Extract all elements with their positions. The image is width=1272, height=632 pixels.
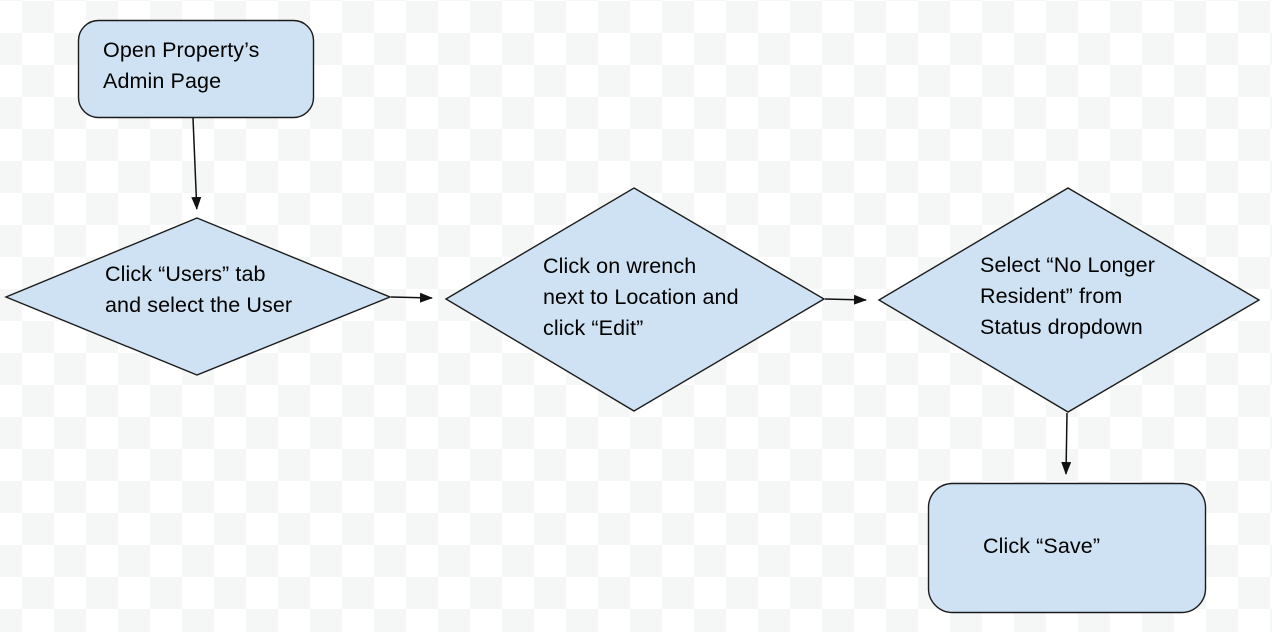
decision-wrench-label: Click on wrench next to Location and cli… xyxy=(543,254,739,340)
save-node-shape xyxy=(927,482,1207,614)
decision-wrench-shape xyxy=(444,187,826,412)
arrow-users-to-wrench xyxy=(390,292,433,303)
start-node-shape xyxy=(77,19,315,119)
decision-users-label: Click “Users” tab and select the User xyxy=(105,262,293,317)
arrow-start-to-users xyxy=(191,117,202,210)
arrow-wrench-to-status xyxy=(824,294,867,305)
decision-status-label: Select “No Longer Resident” from Status … xyxy=(980,253,1155,339)
decision-users-shape xyxy=(4,217,392,376)
decision-status-shape xyxy=(877,187,1261,413)
start-node-label: Open Property’s Admin Page xyxy=(103,38,260,93)
arrow-status-to-save xyxy=(1061,412,1072,475)
save-node-label: Click “Save” xyxy=(983,534,1101,558)
